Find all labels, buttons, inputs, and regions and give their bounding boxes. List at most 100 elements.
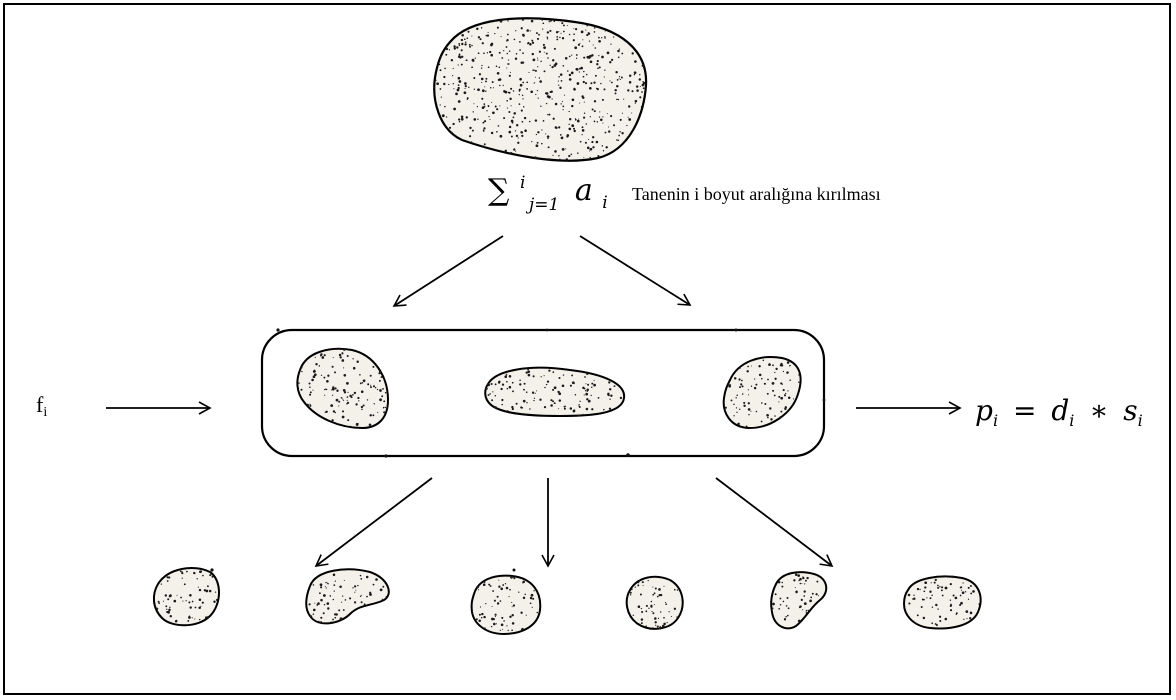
speckle-dot — [560, 134, 562, 136]
speckle-dot — [451, 59, 453, 61]
speckle-dot — [537, 66, 538, 67]
speckle-dot — [488, 116, 489, 117]
speckle-dot — [941, 586, 943, 588]
speckle-dot — [576, 68, 579, 71]
speckle-dot — [615, 92, 617, 94]
speckle-dot — [343, 609, 345, 611]
speckle-dot — [516, 135, 518, 137]
speckle-dot — [561, 137, 564, 140]
speckle-dot — [495, 395, 497, 397]
speckle-dot — [458, 77, 461, 80]
speckle-dot — [564, 406, 566, 408]
speckle-dot — [495, 383, 497, 385]
speckle-dot — [574, 130, 576, 132]
speckle-dot — [324, 604, 325, 605]
speckle-dot — [526, 402, 527, 403]
speckle-dot — [352, 358, 353, 359]
speckle-dot — [571, 72, 574, 75]
speckle-dot — [921, 606, 923, 608]
speckle-dot — [325, 582, 326, 583]
speckle-dot — [493, 87, 494, 88]
speckle-dot — [804, 602, 807, 605]
speckle-dot — [363, 379, 366, 382]
speckle-dot — [539, 77, 540, 78]
speckle-dot — [565, 148, 566, 149]
speckle-dot — [648, 608, 649, 609]
speckle-dot — [621, 132, 623, 134]
speckle-dot — [526, 81, 528, 83]
speckle-dot — [513, 148, 515, 150]
speckle-dot — [803, 595, 805, 597]
speckle-dot — [636, 85, 638, 87]
speckle-dot — [381, 376, 383, 378]
speckle-dot — [552, 389, 554, 391]
speckle-dot — [541, 19, 543, 21]
speckle-dot — [477, 88, 480, 91]
speckle-dot — [352, 394, 354, 396]
speckle-dot — [461, 118, 464, 121]
speckle-dot — [585, 30, 586, 31]
speckle-dot — [213, 600, 215, 602]
speckle-dot — [163, 601, 164, 602]
speckle-dot — [554, 150, 557, 153]
speckle-dot — [433, 87, 435, 89]
speckle-dot — [530, 602, 532, 604]
speckle-dot — [355, 590, 356, 591]
speckle-dot — [497, 27, 499, 29]
speckle-dot — [585, 383, 586, 384]
speckle-dot — [326, 380, 329, 383]
speckle-dot — [662, 625, 665, 628]
speckle-dot — [334, 617, 336, 619]
speckle-dot — [605, 146, 607, 148]
speckle-dot — [483, 616, 485, 618]
speckle-dot — [787, 615, 789, 617]
speckle-dot — [486, 110, 487, 111]
speckle-dot — [481, 67, 482, 68]
speckle-dot — [751, 365, 752, 366]
arrow-to-fragment-right — [716, 478, 832, 566]
speckle-dot — [507, 410, 509, 412]
speckle-dot — [334, 590, 335, 591]
fragment-particle — [627, 577, 683, 629]
sum-term-subscript: i — [602, 193, 607, 213]
speckle-dot — [604, 76, 605, 77]
speckle-dot — [310, 391, 312, 393]
speckle-dot — [970, 585, 972, 587]
speckle-dot — [578, 415, 580, 417]
speckle-dot — [452, 75, 453, 76]
speckle-dot — [571, 124, 574, 127]
speckle-dot — [491, 399, 493, 401]
speckle-dot — [478, 52, 480, 54]
speckle-dot — [343, 374, 346, 377]
speckle-dot — [364, 603, 366, 605]
speckle-dot — [483, 127, 485, 129]
speckle-dot — [507, 108, 508, 109]
speckle-dot — [375, 387, 376, 388]
speckle-dot — [558, 408, 559, 409]
speckle-dot — [340, 617, 343, 620]
speckle-dot — [361, 390, 364, 393]
speckle-dot — [748, 389, 749, 390]
speckle-dot — [518, 592, 519, 593]
speckle-dot — [665, 603, 667, 605]
speckle-dot — [614, 385, 616, 387]
speckle-dot — [378, 372, 380, 374]
speckle-dot — [521, 27, 523, 29]
product-d-subscript: i — [1069, 411, 1074, 430]
speckle-dot — [489, 393, 491, 395]
speckle-dot — [198, 607, 201, 610]
speckle-dot — [522, 121, 524, 123]
speckle-dot — [635, 102, 636, 103]
speckle-dot — [510, 152, 512, 154]
speckle-dot — [774, 395, 776, 397]
speckle-dot — [507, 34, 509, 36]
speckle-dot — [558, 392, 561, 395]
speckle-dot — [332, 395, 333, 396]
speckle-dot — [167, 580, 169, 582]
speckle-dot — [327, 583, 328, 584]
speckle-dot — [558, 76, 560, 78]
speckle-dot — [499, 105, 500, 106]
speckle-dot — [931, 594, 933, 596]
speckle-dot — [553, 20, 555, 22]
